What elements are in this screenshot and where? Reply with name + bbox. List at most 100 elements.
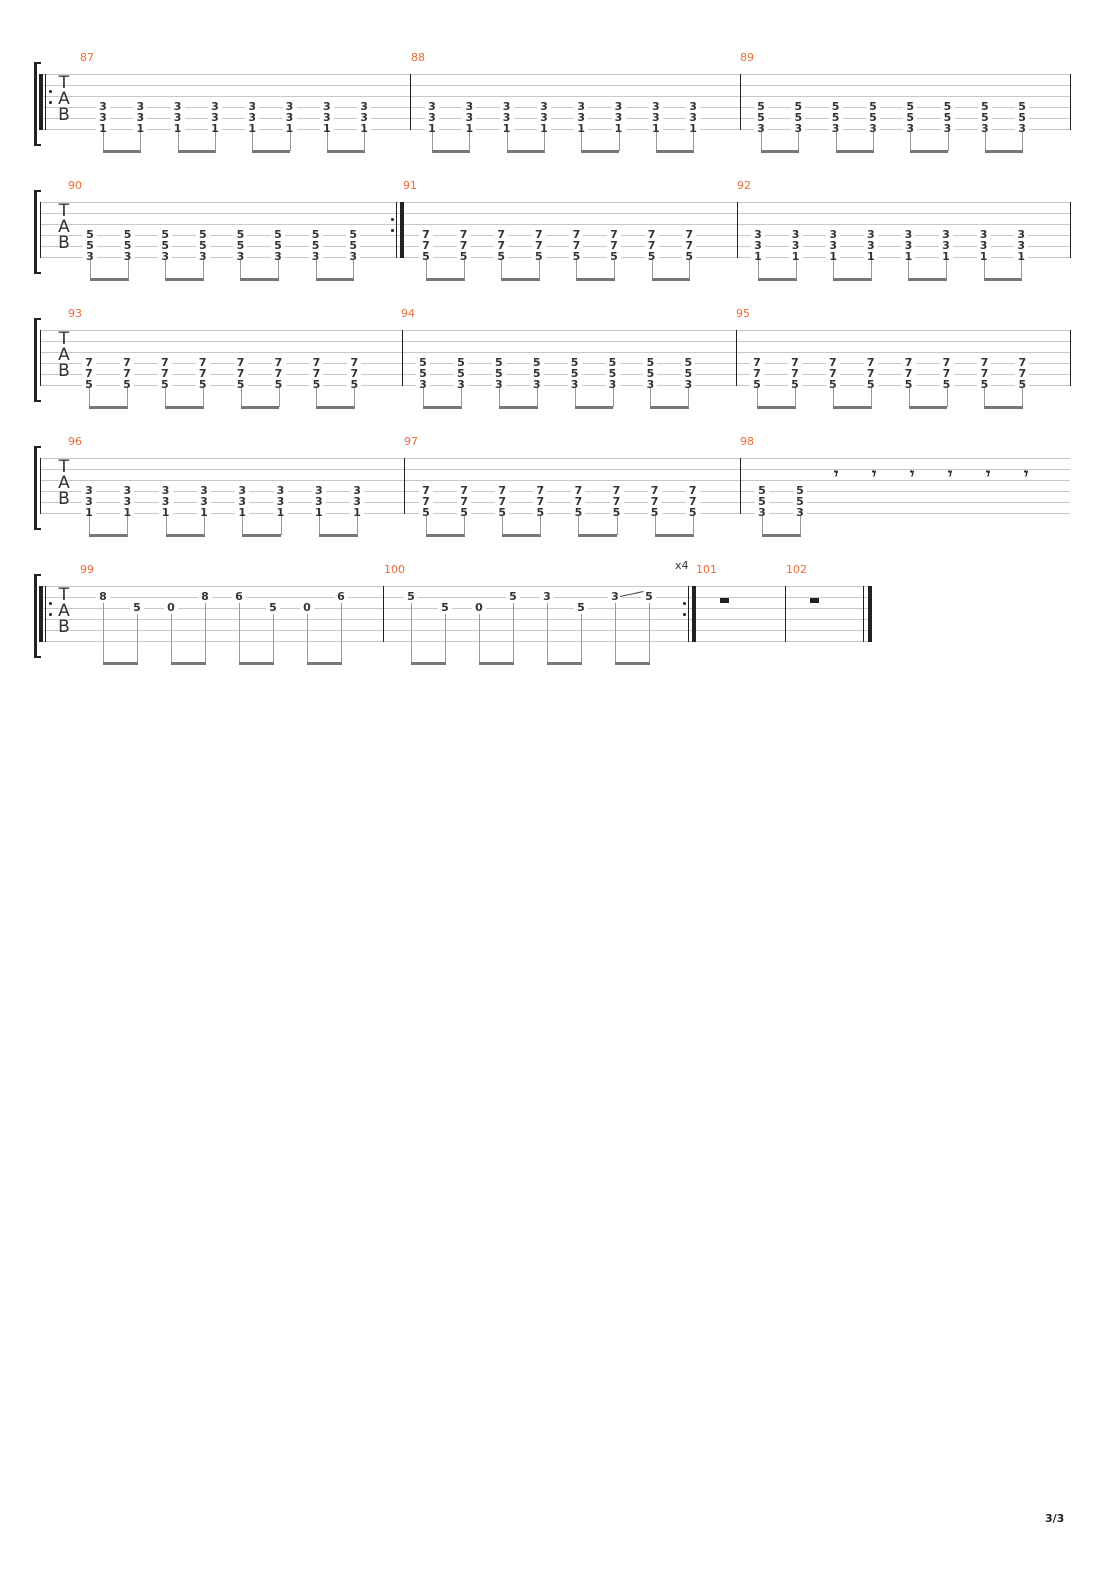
fret-number: 1: [120, 507, 135, 518]
stem: [315, 260, 317, 279]
fret-number: 5: [158, 240, 173, 251]
bar-line: [1070, 202, 1071, 258]
fret-number: 3: [977, 123, 992, 134]
stem: [103, 132, 104, 151]
fret-number: 5: [903, 112, 918, 123]
staff-line: [40, 597, 870, 598]
fret-number: 7: [750, 368, 764, 379]
fret-number: 6: [334, 591, 348, 602]
fret-number: 3: [901, 229, 916, 240]
fret-number: 5: [491, 357, 506, 368]
staff-line: [40, 85, 1070, 86]
fret-number: 1: [976, 251, 991, 262]
fret-number: 3: [686, 112, 701, 123]
fret-number: 5: [195, 229, 210, 240]
fret-number: 7: [531, 229, 546, 240]
bar-line: [740, 458, 741, 514]
fret-number: 3: [133, 101, 148, 112]
staff-line: [40, 341, 1070, 342]
fret-number: 5: [83, 229, 97, 240]
repeat-end-bar: [400, 202, 404, 258]
fret-number: 7: [309, 357, 324, 368]
system-bracket: [34, 62, 41, 146]
fret-number: 0: [164, 602, 178, 613]
fret-number: 5: [233, 240, 248, 251]
beam: [171, 662, 206, 665]
fret-number: 3: [346, 251, 361, 262]
measure-number: 101: [696, 563, 717, 576]
fret-number: 3: [158, 496, 173, 507]
stem: [165, 260, 167, 279]
fret-number: 7: [347, 368, 362, 379]
fret-number: 5: [533, 507, 548, 518]
fret-number: 3: [83, 251, 97, 262]
fret-number: 1: [245, 123, 260, 134]
stem: [89, 388, 90, 407]
tab-clef-t: T: [58, 457, 70, 477]
fret-number: 1: [788, 251, 803, 262]
fret-number: 1: [196, 507, 211, 518]
beam: [89, 534, 129, 537]
fret-number: 7: [863, 368, 878, 379]
fret-number: 5: [308, 229, 323, 240]
fret-number: 3: [605, 379, 620, 390]
fret-number: 1: [319, 123, 334, 134]
beam: [984, 150, 1024, 153]
fret-number: 1: [311, 507, 326, 518]
fret-number: 7: [901, 357, 916, 368]
staff-line: [40, 257, 1070, 258]
fret-number: 7: [571, 485, 586, 496]
fret-number: 7: [644, 240, 659, 251]
stem: [655, 132, 657, 151]
stem: [650, 388, 652, 407]
fret-number: 1: [499, 123, 514, 134]
fret-number: 7: [271, 357, 286, 368]
fret-number: 3: [788, 240, 803, 251]
beam: [762, 534, 801, 537]
stem: [426, 516, 427, 535]
measure-number: 92: [737, 179, 751, 192]
tab-clef-t: T: [58, 73, 70, 93]
stem: [1022, 388, 1024, 407]
fret-number: 3: [195, 251, 210, 262]
staff-line: [40, 458, 1070, 459]
repeat-start-bar: [39, 586, 43, 642]
fret-number: 5: [939, 379, 954, 390]
stem: [278, 260, 279, 279]
fret-number: 5: [419, 507, 433, 518]
fret-number: 3: [170, 112, 185, 123]
bar-line: [785, 586, 786, 642]
repeat-start-thin: [45, 74, 46, 130]
system-bracket: [34, 318, 41, 402]
fret-number: 7: [82, 357, 96, 368]
fret-number: 5: [828, 112, 843, 123]
beam: [479, 662, 514, 665]
fret-number: 3: [648, 112, 663, 123]
stem: [463, 260, 465, 279]
fret-number: 3: [939, 240, 953, 251]
fret-number: 3: [574, 101, 589, 112]
tab-clef-b: B: [58, 489, 70, 509]
stem: [353, 260, 355, 279]
half-rest-icon: [810, 598, 819, 603]
stem: [581, 132, 583, 151]
fret-number: 5: [903, 101, 918, 112]
fret-number: 7: [787, 368, 802, 379]
system-start-bar: [40, 330, 41, 386]
fret-number: 5: [309, 379, 324, 390]
stem: [469, 132, 471, 151]
fret-number: 5: [266, 602, 280, 613]
beam: [165, 534, 205, 537]
fret-number: 5: [83, 240, 97, 251]
fret-number: 0: [472, 602, 486, 613]
fret-number: 1: [96, 123, 110, 134]
fret-number: 7: [1015, 357, 1030, 368]
stem: [800, 516, 801, 535]
stem: [615, 603, 616, 662]
stem: [316, 388, 318, 407]
fret-number: 5: [643, 357, 658, 368]
fret-number: 1: [863, 251, 878, 262]
beam: [165, 278, 204, 281]
repeat-start-thin: [45, 586, 46, 642]
stem: [242, 516, 244, 535]
